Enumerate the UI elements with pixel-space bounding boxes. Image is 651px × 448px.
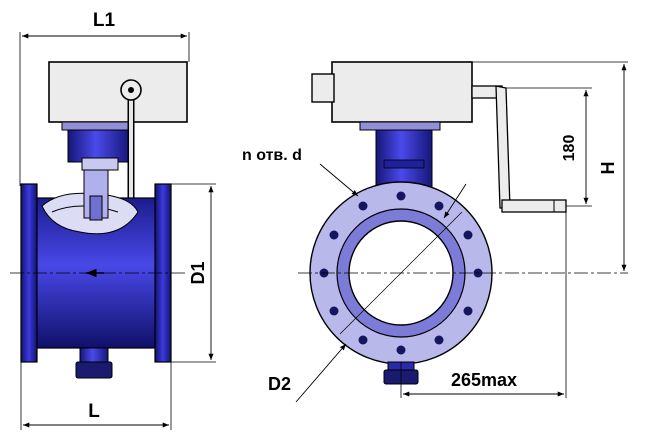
label-d2: D2 — [268, 374, 291, 394]
dim-l: L — [20, 362, 172, 430]
neck-front — [375, 129, 433, 189]
label-d1: D1 — [188, 261, 208, 284]
neck-collar — [81, 157, 119, 171]
label-h: H — [598, 162, 618, 175]
dim-l1: L1 — [19, 10, 190, 186]
crank-arm — [495, 85, 511, 209]
callout-holes: n отв. d — [242, 147, 467, 219]
centerline-diag — [339, 211, 463, 335]
callout-d2: D2 — [268, 343, 347, 403]
label-180: 180 — [561, 135, 578, 162]
label-reach: 265max — [451, 370, 517, 390]
bottom-plug-side — [75, 361, 113, 379]
dim-180: 180 — [506, 87, 592, 207]
label-l1: L1 — [93, 10, 116, 31]
bolt-holes — [319, 191, 483, 355]
gearbox-side — [48, 61, 188, 123]
neck-side — [67, 129, 131, 163]
dim-d1: D1 — [171, 183, 216, 363]
yoke-front — [359, 121, 441, 131]
dim-265max: 265max — [400, 212, 567, 398]
dim-h: H — [472, 61, 628, 271]
gearbox-front — [331, 61, 473, 123]
label-holes: n отв. d — [242, 147, 302, 164]
side-view — [10, 61, 188, 379]
yoke-plate — [61, 121, 133, 131]
front-view — [298, 61, 628, 385]
crank-handle — [501, 199, 567, 213]
label-l: L — [88, 401, 100, 422]
gearbox-boss — [311, 73, 335, 103]
